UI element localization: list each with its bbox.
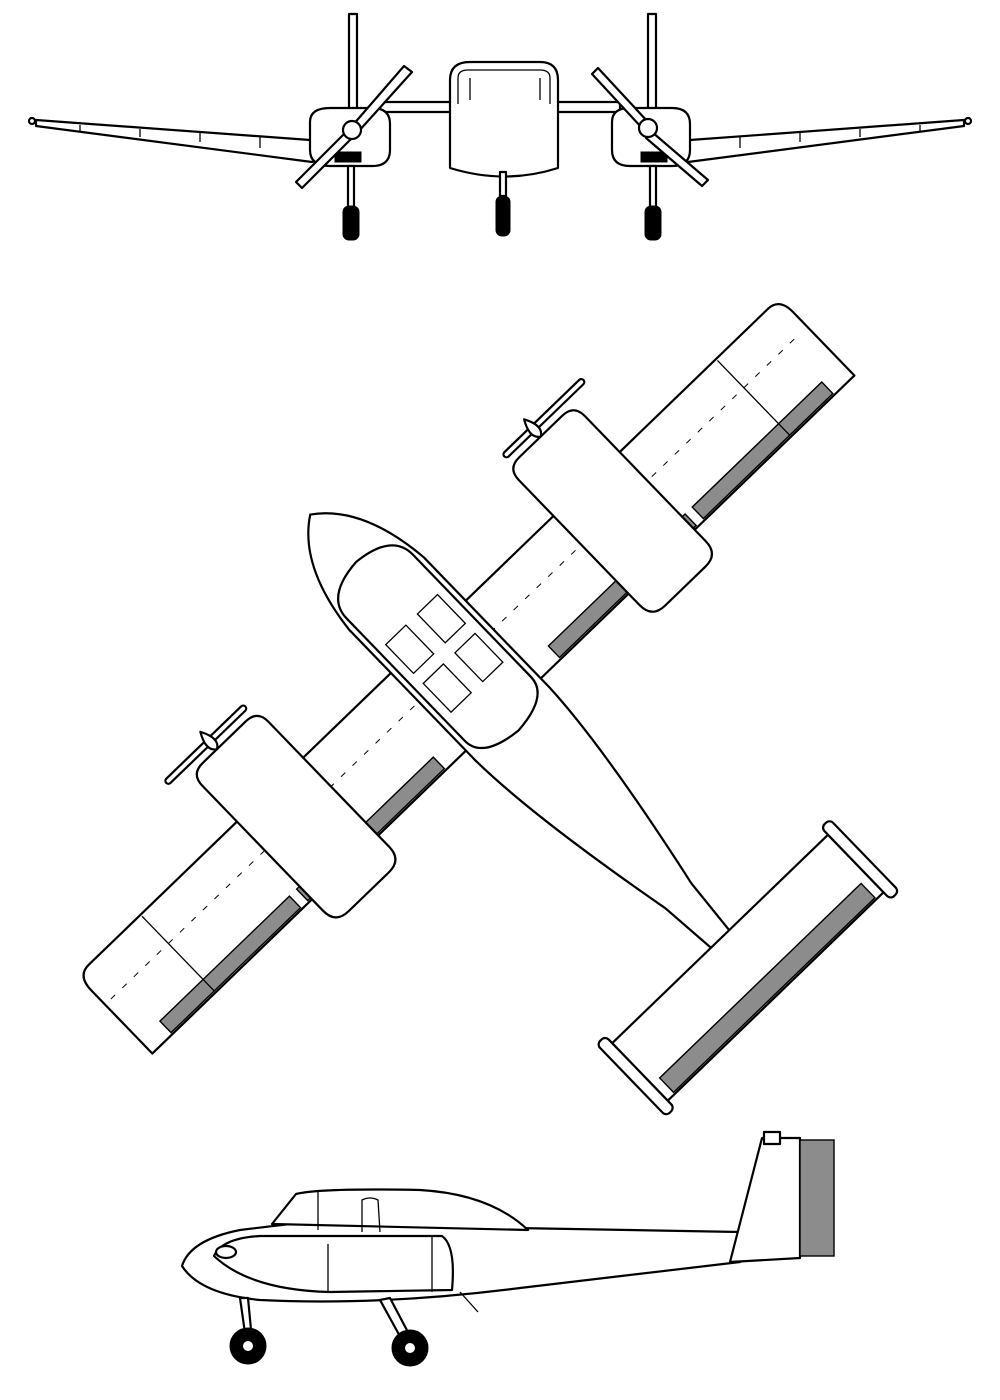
front-canopy	[457, 69, 551, 104]
front-right-fin	[646, 12, 658, 116]
front-right-wingtip-light	[963, 116, 973, 126]
front-right-propeller	[590, 66, 710, 188]
side-spinner	[214, 1244, 238, 1260]
front-left-wingtip-light	[27, 116, 37, 126]
plan-tail-fins	[597, 820, 899, 1116]
front-landing-gear	[342, 164, 662, 241]
side-nacelle	[212, 1234, 454, 1294]
plan-right-nacelle	[512, 409, 714, 613]
plan-right-wingtip-joint	[716, 359, 791, 436]
plan-right-propeller	[502, 377, 586, 459]
side-canopy	[270, 1188, 530, 1232]
side-pilot-seat	[361, 1197, 381, 1233]
front-right-wing	[680, 118, 966, 164]
plan-left-wingtip-joint	[141, 915, 215, 992]
side-view	[180, 1130, 835, 1367]
plan-view	[82, 303, 899, 1116]
side-antenna	[459, 1291, 479, 1313]
front-left-fin	[347, 12, 359, 116]
front-left-air-intake	[334, 151, 362, 163]
side-rudder	[799, 1139, 835, 1257]
plan-left-propeller	[164, 704, 248, 785]
front-fuselage	[448, 60, 560, 178]
plan-left-aileron	[158, 895, 302, 1034]
side-nacelle-panels	[327, 1236, 433, 1292]
front-view	[27, 12, 973, 241]
plan-canopy	[337, 544, 539, 750]
plan-right-aileron	[691, 381, 834, 520]
front-left-propeller	[294, 64, 414, 190]
front-canopy-frame	[469, 78, 541, 100]
plan-seats	[384, 593, 504, 714]
side-vertical-fin	[728, 1136, 802, 1264]
side-fin-tip	[762, 1130, 782, 1146]
front-left-wing	[34, 118, 320, 164]
plan-left-nacelle	[195, 714, 397, 919]
front-left-wing-ribs	[79, 125, 261, 148]
front-right-wing-ribs	[739, 125, 921, 148]
side-landing-gear	[229, 1296, 429, 1367]
plan-elevator	[658, 882, 876, 1094]
